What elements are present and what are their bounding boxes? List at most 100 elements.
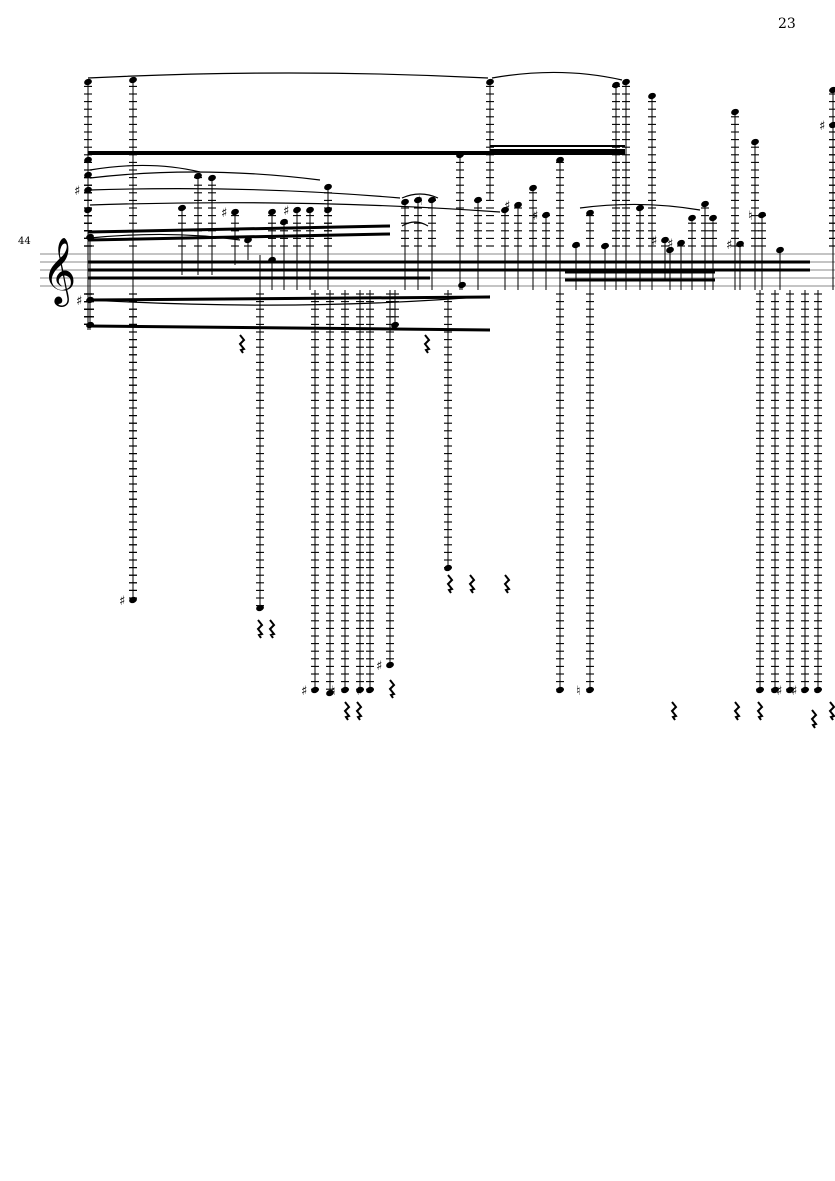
quarter-rest-icon — [355, 701, 363, 721]
quarter-rest-icon — [756, 701, 764, 721]
natural-icon: ♮ — [576, 684, 581, 699]
note-head — [86, 233, 94, 241]
slur — [89, 164, 201, 173]
note-head — [391, 321, 399, 329]
note-head — [736, 240, 744, 248]
sharp-icon: ♯ — [221, 206, 227, 221]
note-head — [84, 186, 92, 194]
note-head — [129, 596, 137, 604]
note-head — [758, 211, 766, 219]
note-head — [801, 686, 809, 694]
note-head — [356, 686, 364, 694]
measure-number: 44 — [18, 236, 31, 247]
sharp-icon: ♯ — [356, 684, 362, 699]
slur — [491, 71, 623, 81]
note-head — [751, 138, 759, 146]
sharp-icon: ♯ — [74, 184, 80, 199]
note-head — [311, 686, 319, 694]
svg-text:𝄞: 𝄞 — [42, 236, 76, 307]
treble-clef-icon: 𝄞 — [42, 236, 76, 307]
sharp-icon: ♯ — [301, 684, 307, 699]
note-head — [556, 686, 564, 694]
quarter-rest-icon — [423, 334, 431, 354]
sharp-icon: ♯ — [726, 238, 732, 253]
quarter-rest-icon — [828, 701, 835, 721]
sharp-icon: ♯ — [776, 684, 782, 699]
note-head — [529, 184, 537, 192]
slurs — [87, 71, 701, 306]
quarter-rest-icon — [446, 574, 454, 594]
page-number: 23 — [778, 16, 796, 32]
sharp-icon: ♯ — [651, 234, 657, 249]
sharp-icon: ♯ — [283, 204, 289, 219]
note-head — [84, 171, 92, 179]
beam — [87, 295, 491, 302]
quarter-rest-icon — [343, 701, 351, 721]
note-head — [326, 689, 334, 697]
note-head — [601, 242, 609, 250]
note-head — [661, 236, 669, 244]
note-head — [622, 78, 630, 86]
note-head — [586, 209, 594, 217]
beam — [87, 324, 491, 332]
slur — [87, 72, 489, 79]
slur — [89, 202, 501, 213]
note-head — [208, 174, 216, 182]
note-head — [556, 156, 564, 164]
note-head — [688, 214, 696, 222]
note-head — [86, 321, 94, 329]
note-head — [306, 206, 314, 214]
natural-icon: ♮ — [748, 209, 753, 224]
note-head — [776, 246, 784, 254]
beam — [87, 224, 391, 234]
note-head — [709, 214, 717, 222]
note-head — [636, 204, 644, 212]
note-head — [86, 296, 94, 304]
note-head — [386, 661, 394, 669]
sharp-icon: ♯ — [532, 209, 538, 224]
quarter-rest-icon — [810, 709, 818, 729]
slur — [89, 171, 321, 181]
slur — [89, 233, 241, 241]
note-head — [84, 156, 92, 164]
rests — [238, 334, 835, 729]
quarter-rest-icon — [670, 701, 678, 721]
slur — [401, 193, 439, 199]
note-head — [444, 564, 452, 572]
note-head — [542, 211, 550, 219]
quarter-rest-icon — [468, 574, 476, 594]
note-head — [501, 206, 509, 214]
note-head — [514, 201, 522, 209]
note-head — [786, 686, 794, 694]
quarter-rest-icon — [733, 701, 741, 721]
note-head — [458, 281, 466, 289]
note-head — [648, 92, 656, 100]
sharp-icon: ♯ — [376, 659, 382, 674]
note-head — [586, 686, 594, 694]
sharp-icon: ♯ — [791, 684, 797, 699]
note-head — [129, 76, 137, 84]
sharp-icon: ♯ — [819, 119, 825, 134]
note-head — [256, 604, 264, 612]
sharp-icon: ♯ — [119, 594, 125, 609]
quarter-rest-icon — [256, 619, 264, 639]
note-head — [666, 246, 674, 254]
note-head — [456, 151, 464, 159]
note-head — [324, 206, 332, 214]
note-head — [244, 236, 252, 244]
note-head — [474, 196, 482, 204]
note-head — [731, 108, 739, 116]
natural-icon: ♮ — [331, 684, 336, 699]
slur — [579, 203, 701, 211]
natural-icon: ♮ — [418, 194, 423, 209]
beam — [87, 232, 391, 242]
sharp-icon: ♯ — [504, 199, 510, 214]
note-head — [401, 198, 409, 206]
note-head — [366, 686, 374, 694]
note-head — [341, 686, 349, 694]
note-head — [677, 239, 685, 247]
sharp-icon: ♯ — [667, 237, 673, 252]
note-head — [268, 208, 276, 216]
note-head — [84, 78, 92, 86]
